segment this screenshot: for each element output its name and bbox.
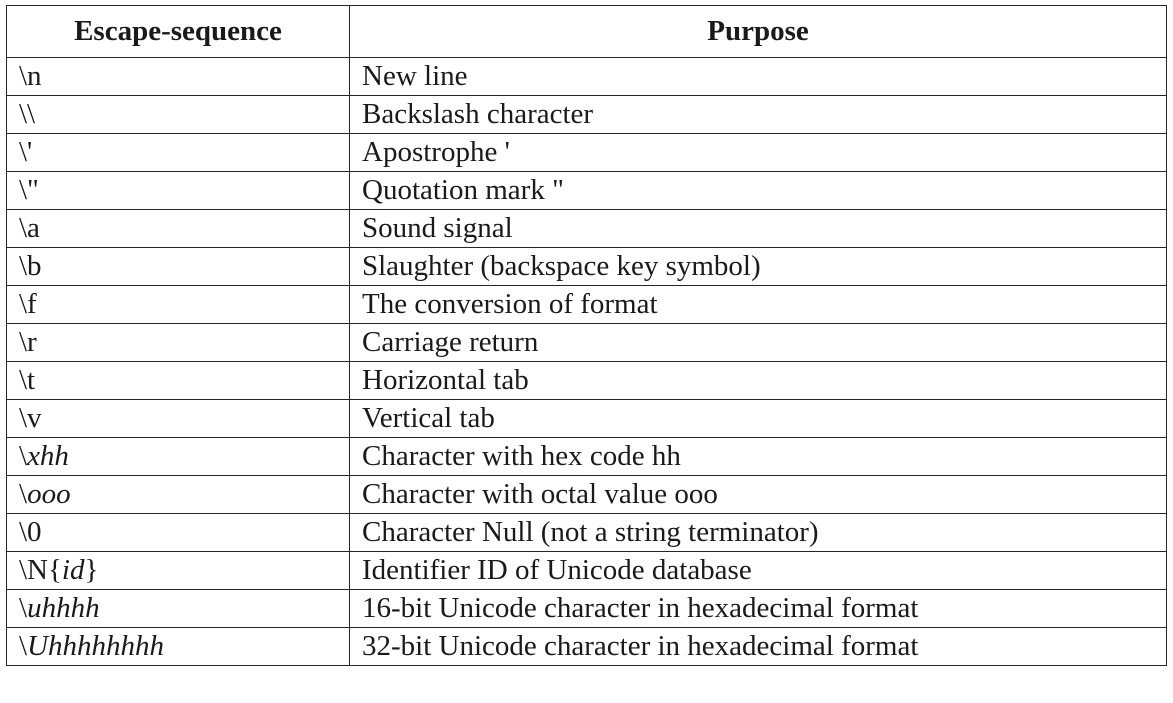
purpose-cell: Character with octal value ooo <box>349 475 1167 514</box>
sequence-prefix: \ <box>19 478 28 510</box>
purpose-cell: Carriage return <box>349 323 1167 362</box>
table-row: \" Quotation mark " <box>6 171 1167 210</box>
escape-sequence-cell: \0 <box>6 513 350 552</box>
table-row: \0 Character Null (not a string terminat… <box>6 513 1167 552</box>
table-header-row: Escape-sequence Purpose <box>6 5 1167 58</box>
escape-sequence-cell: \uhhhh <box>6 589 350 628</box>
sequence-prefix: \r <box>19 326 37 358</box>
sequence-suffix: } <box>84 554 99 586</box>
table-row: \b Slaughter (backspace key symbol) <box>6 247 1167 286</box>
purpose-cell: 16-bit Unicode character in hexadecimal … <box>349 589 1167 628</box>
purpose-cell: Apostrophe ' <box>349 133 1167 172</box>
table-body: \n New line \\ Backslash character \' Ap… <box>6 57 1167 666</box>
table-row: \\ Backslash character <box>6 95 1167 134</box>
sequence-prefix: \t <box>19 364 36 396</box>
escape-sequence-cell: \b <box>6 247 350 286</box>
sequence-argument: ooo <box>27 478 71 510</box>
purpose-cell: New line <box>349 57 1167 96</box>
sequence-prefix: \b <box>19 250 42 282</box>
purpose-cell: Sound signal <box>349 209 1167 248</box>
sequence-prefix: \\ <box>19 98 36 130</box>
table-row: \Uhhhhhhhh 32-bit Unicode character in h… <box>6 627 1167 666</box>
sequence-prefix: \f <box>19 288 37 320</box>
sequence-prefix: \ <box>19 630 28 662</box>
escape-sequence-cell: \xhh <box>6 437 350 476</box>
sequence-argument: uhhhh <box>27 592 100 624</box>
table-row: \uhhhh 16-bit Unicode character in hexad… <box>6 589 1167 628</box>
escape-sequence-cell: \f <box>6 285 350 324</box>
escape-sequence-cell: \t <box>6 361 350 400</box>
purpose-cell: Quotation mark " <box>349 171 1167 210</box>
purpose-cell: Identifier ID of Unicode database <box>349 551 1167 590</box>
sequence-prefix: \v <box>19 402 42 434</box>
sequence-prefix: \' <box>19 136 33 168</box>
purpose-cell: Horizontal tab <box>349 361 1167 400</box>
sequence-argument: id <box>61 554 85 586</box>
escape-sequence-cell: \Uhhhhhhhh <box>6 627 350 666</box>
escape-sequence-cell: \n <box>6 57 350 96</box>
table-row: \ooo Character with octal value ooo <box>6 475 1167 514</box>
header-escape-sequence: Escape-sequence <box>6 5 350 58</box>
escape-sequence-cell: \ooo <box>6 475 350 514</box>
purpose-cell: Backslash character <box>349 95 1167 134</box>
table-row: \n New line <box>6 57 1167 96</box>
sequence-prefix: \a <box>19 212 40 244</box>
escape-sequence-cell: \\ <box>6 95 350 134</box>
sequence-argument: xhh <box>27 440 69 472</box>
sequence-prefix: \ <box>19 440 28 472</box>
table-row: \t Horizontal tab <box>6 361 1167 400</box>
sequence-prefix: \n <box>19 60 42 92</box>
escape-sequence-table: Escape-sequence Purpose \n New line \\ B… <box>6 5 1167 666</box>
header-purpose: Purpose <box>349 5 1167 58</box>
purpose-cell: Character with hex code hh <box>349 437 1167 476</box>
escape-sequence-cell: \" <box>6 171 350 210</box>
table-row: \v Vertical tab <box>6 399 1167 438</box>
table-row: \' Apostrophe ' <box>6 133 1167 172</box>
purpose-cell: Slaughter (backspace key symbol) <box>349 247 1167 286</box>
escape-sequence-cell: \v <box>6 399 350 438</box>
table-row: \a Sound signal <box>6 209 1167 248</box>
sequence-prefix: \N{ <box>19 554 62 586</box>
table-row: \f The conversion of format <box>6 285 1167 324</box>
table-row: \xhh Character with hex code hh <box>6 437 1167 476</box>
purpose-cell: 32-bit Unicode character in hexadecimal … <box>349 627 1167 666</box>
purpose-cell: Character Null (not a string terminator) <box>349 513 1167 552</box>
purpose-cell: The conversion of format <box>349 285 1167 324</box>
escape-sequence-cell: \' <box>6 133 350 172</box>
escape-sequence-cell: \N{id} <box>6 551 350 590</box>
table-row: \r Carriage return <box>6 323 1167 362</box>
sequence-prefix: \" <box>19 174 39 206</box>
sequence-prefix: \0 <box>19 516 42 548</box>
purpose-cell: Vertical tab <box>349 399 1167 438</box>
escape-sequence-cell: \a <box>6 209 350 248</box>
sequence-argument: Uhhhhhhhh <box>27 630 165 662</box>
escape-sequence-cell: \r <box>6 323 350 362</box>
table-row: \N{id} Identifier ID of Unicode database <box>6 551 1167 590</box>
sequence-prefix: \ <box>19 592 28 624</box>
